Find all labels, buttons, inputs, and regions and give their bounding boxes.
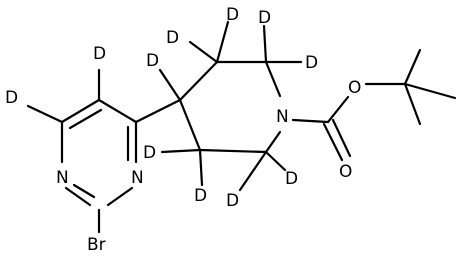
- bond-c2-d-a: [262, 24, 268, 64]
- bond-c5-c6: [60, 98, 101, 124]
- bond-c6-c5: [198, 148, 268, 154]
- atom-n-pyr-right: N: [131, 168, 144, 188]
- bond-c6-d-a: [238, 150, 268, 192]
- bond-cq-me-top: [403, 48, 422, 86]
- bond-c3-d-a: [188, 40, 219, 64]
- bond-n1-c2: [64, 186, 92, 207]
- bond-n1-c2-inner: [72, 183, 96, 199]
- bond-c5-c4: [178, 98, 202, 152]
- bond-c4-c3: [178, 60, 219, 102]
- bond-c6-d: [26, 104, 64, 124]
- bond-c4-d: [158, 68, 182, 102]
- bond-c6-d-b: [264, 150, 287, 172]
- atom-d-c5-b: D: [194, 186, 207, 206]
- atom-o-ester: O: [348, 78, 361, 98]
- atom-o-carbonyl: O: [339, 162, 352, 182]
- bond-npip-c6: [264, 130, 282, 154]
- atom-d-c4: D: [146, 51, 159, 71]
- bond-pyr-pip: [134, 98, 182, 124]
- bond-c5-d-b: [198, 148, 204, 187]
- atom-d-c6-b: D: [285, 169, 298, 189]
- bond-npip-ccarb: [291, 118, 330, 124]
- bond-c2-npip: [264, 60, 282, 98]
- atom-br: Br: [87, 235, 106, 255]
- atom-d-pyr-top: D: [93, 44, 106, 64]
- bond-c3-d-b: [215, 20, 230, 64]
- bond-c2-n3: [106, 186, 134, 207]
- bond-c5-c6-inner: [68, 108, 103, 130]
- atom-d-c3-top-b: D: [226, 5, 239, 25]
- bond-c5-d-a: [160, 148, 202, 154]
- atom-n-pyr-left: N: [56, 168, 69, 188]
- atom-d-pyr-left: D: [5, 88, 18, 108]
- bond-cq-me-right: [403, 82, 457, 100]
- atom-d-c6-a: D: [226, 191, 239, 211]
- atom-d-c5-a: D: [143, 143, 156, 163]
- bond-ccarb-ocarbonyl-b: [331, 118, 352, 158]
- bond-ccarb-ocarbonyl-a: [322, 122, 344, 162]
- atom-d-c2-top-b: D: [305, 53, 318, 73]
- bond-ccarb-oester: [326, 95, 350, 124]
- atom-n-pip: N: [276, 107, 289, 127]
- bond-c5-c4: [97, 98, 138, 124]
- atom-d-c2-top-a: D: [258, 8, 271, 28]
- bond-cq-me-bottom: [403, 82, 422, 126]
- atom-d-c3-top-a: D: [166, 28, 179, 48]
